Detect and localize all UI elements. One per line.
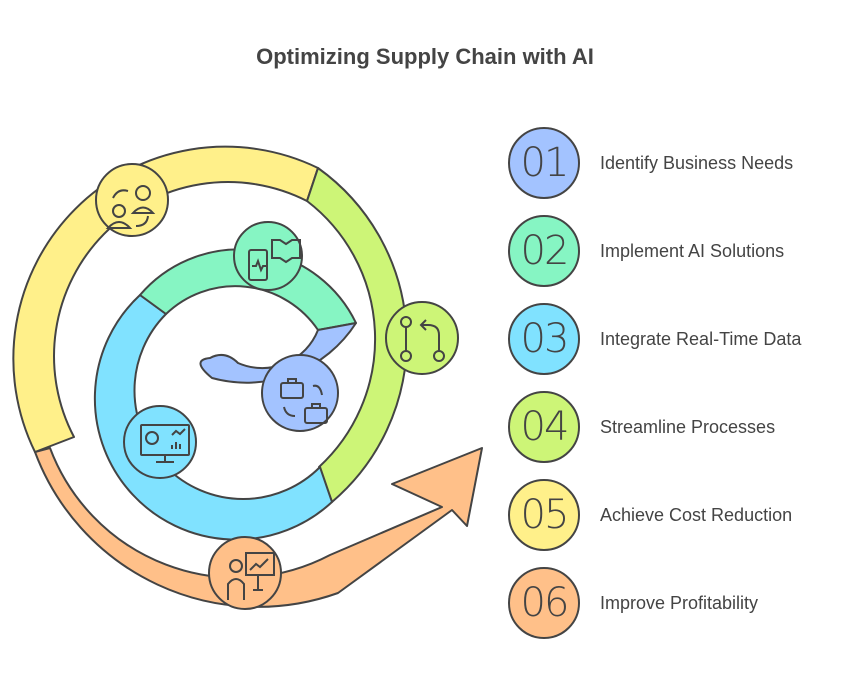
process-flow-icon	[400, 316, 445, 362]
step-number-badge: 06	[508, 567, 580, 639]
step-label: Improve Profitability	[600, 593, 759, 613]
step-label: Integrate Real-Time Data	[600, 329, 802, 349]
step-06: 06 Improve Profitability	[508, 567, 838, 643]
briefcase-transfer-icon	[280, 378, 328, 424]
spiral-segment-06	[34, 447, 483, 608]
step-04: 04 Streamline Processes	[508, 391, 838, 467]
bubble-03	[123, 405, 197, 479]
step-number-badge: 02	[508, 215, 580, 287]
bubble-04	[385, 301, 459, 375]
spiral-segment-02	[139, 248, 357, 331]
presenter-chart-icon	[227, 552, 275, 600]
step-02: 02 Implement AI Solutions	[508, 215, 838, 291]
step-label: Achieve Cost Reduction	[600, 505, 793, 525]
page-title: Optimizing Supply Chain with AI	[256, 44, 594, 69]
step-label: Streamline Processes	[600, 417, 776, 437]
step-number-badge: 01	[508, 127, 580, 199]
bubble-01	[261, 354, 339, 432]
step-01: 01 Identify Business Needs	[508, 127, 838, 203]
step-05: 05 Achieve Cost Reduction	[508, 479, 838, 555]
step-label: Identify Business Needs	[600, 153, 794, 173]
step-number-badge: 04	[508, 391, 580, 463]
people-exchange-icon	[105, 185, 156, 229]
step-label: Implement AI Solutions	[600, 241, 785, 261]
monitor-analytics-icon	[140, 424, 190, 463]
bubble-05	[95, 163, 169, 237]
step-number-badge: 05	[508, 479, 580, 551]
step-03: 03 Integrate Real-Time Data	[508, 303, 838, 379]
mobile-book-icon	[248, 239, 301, 281]
step-number-badge: 03	[508, 303, 580, 375]
